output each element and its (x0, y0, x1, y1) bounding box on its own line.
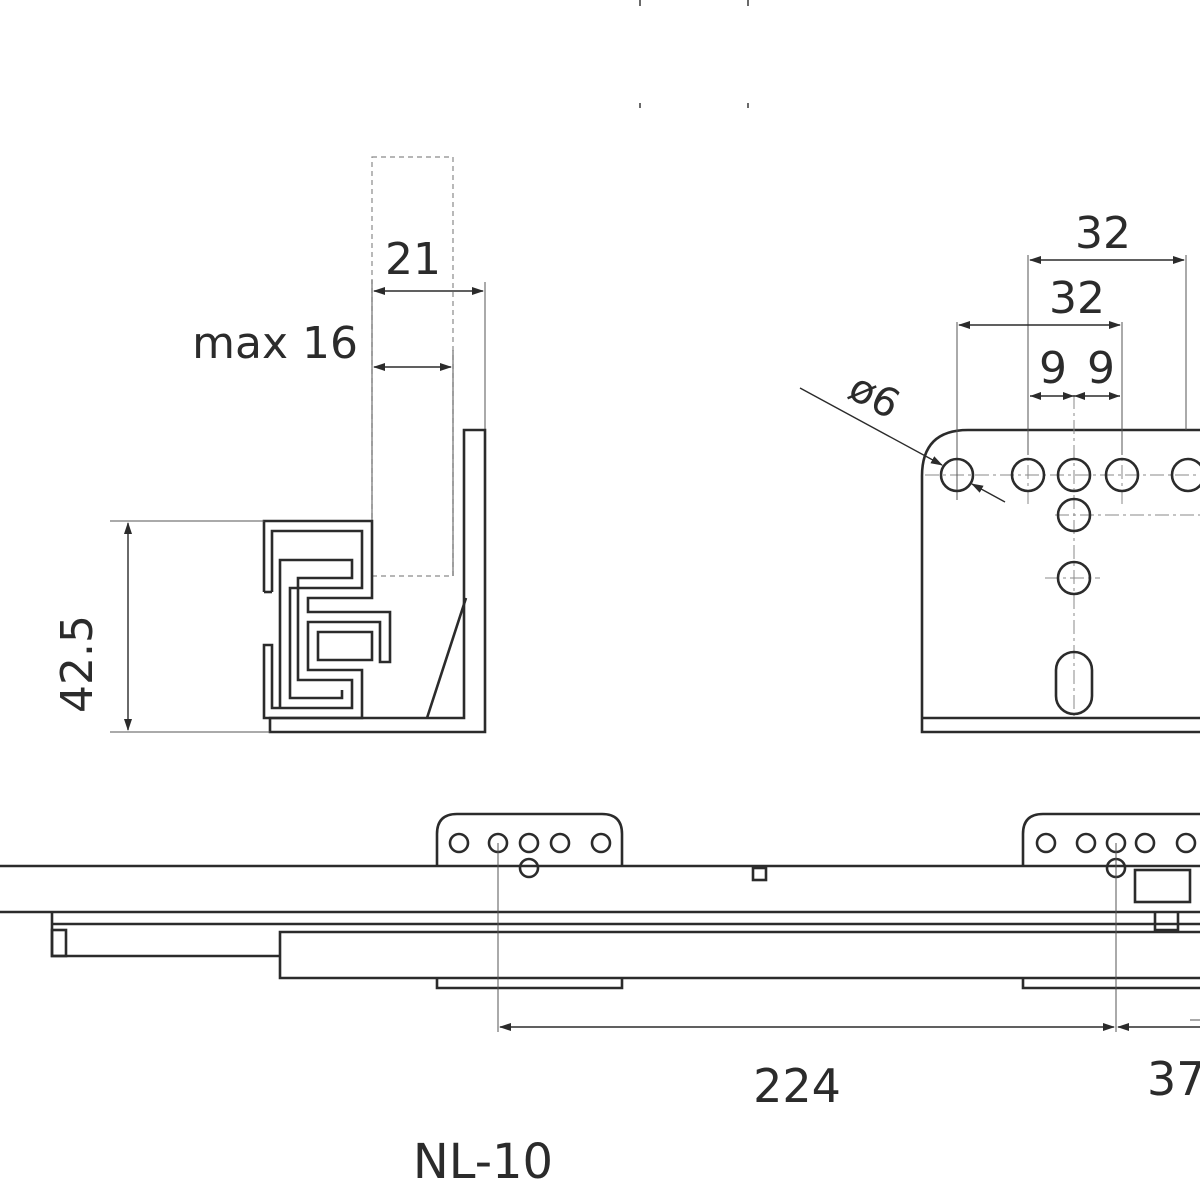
mounting-plate-left (435, 812, 624, 866)
dim-label-max16: max 16 (192, 318, 358, 369)
runner-profile (262, 519, 392, 720)
latch-block (1133, 868, 1192, 904)
adjust-slot (1054, 650, 1094, 716)
dim-label-9-right: 9 (1087, 343, 1115, 394)
drawer-rail (278, 930, 1200, 980)
dim-leader-dia (799, 387, 943, 466)
mounting-hole (1170, 457, 1200, 493)
runner-length-view: 224 37 (0, 812, 1200, 1113)
intermediate-rail (50, 912, 1200, 958)
bracket-front-view: 32 32 9 9 ø6 (799, 208, 1200, 734)
mounting-hole (1010, 457, 1046, 493)
dim-label-21: 21 (385, 234, 441, 285)
side-profile-view: 21 max 16 42.5 (52, 156, 487, 734)
mounting-hole (1056, 497, 1092, 533)
dim-label-mid-32: 32 (1049, 273, 1105, 324)
mounting-hole (1104, 457, 1140, 493)
dim-label-diameter: ø6 (841, 364, 907, 428)
dim-label-9-left: 9 (1039, 343, 1067, 394)
dim-label-37: 37 (1147, 1052, 1200, 1106)
mounting-hole (939, 457, 975, 493)
dim-label-224: 224 (753, 1059, 841, 1113)
bracket-plate (920, 428, 1200, 734)
mounting-plate-right (1021, 812, 1200, 866)
model-label: NL-10 (413, 1134, 553, 1190)
mounting-hole (1056, 457, 1092, 493)
dim-label-top-32: 32 (1075, 208, 1131, 259)
dim-label-42-5: 42.5 (52, 615, 103, 713)
cabinet-rail (0, 864, 1200, 914)
mounting-hole (1056, 560, 1092, 596)
